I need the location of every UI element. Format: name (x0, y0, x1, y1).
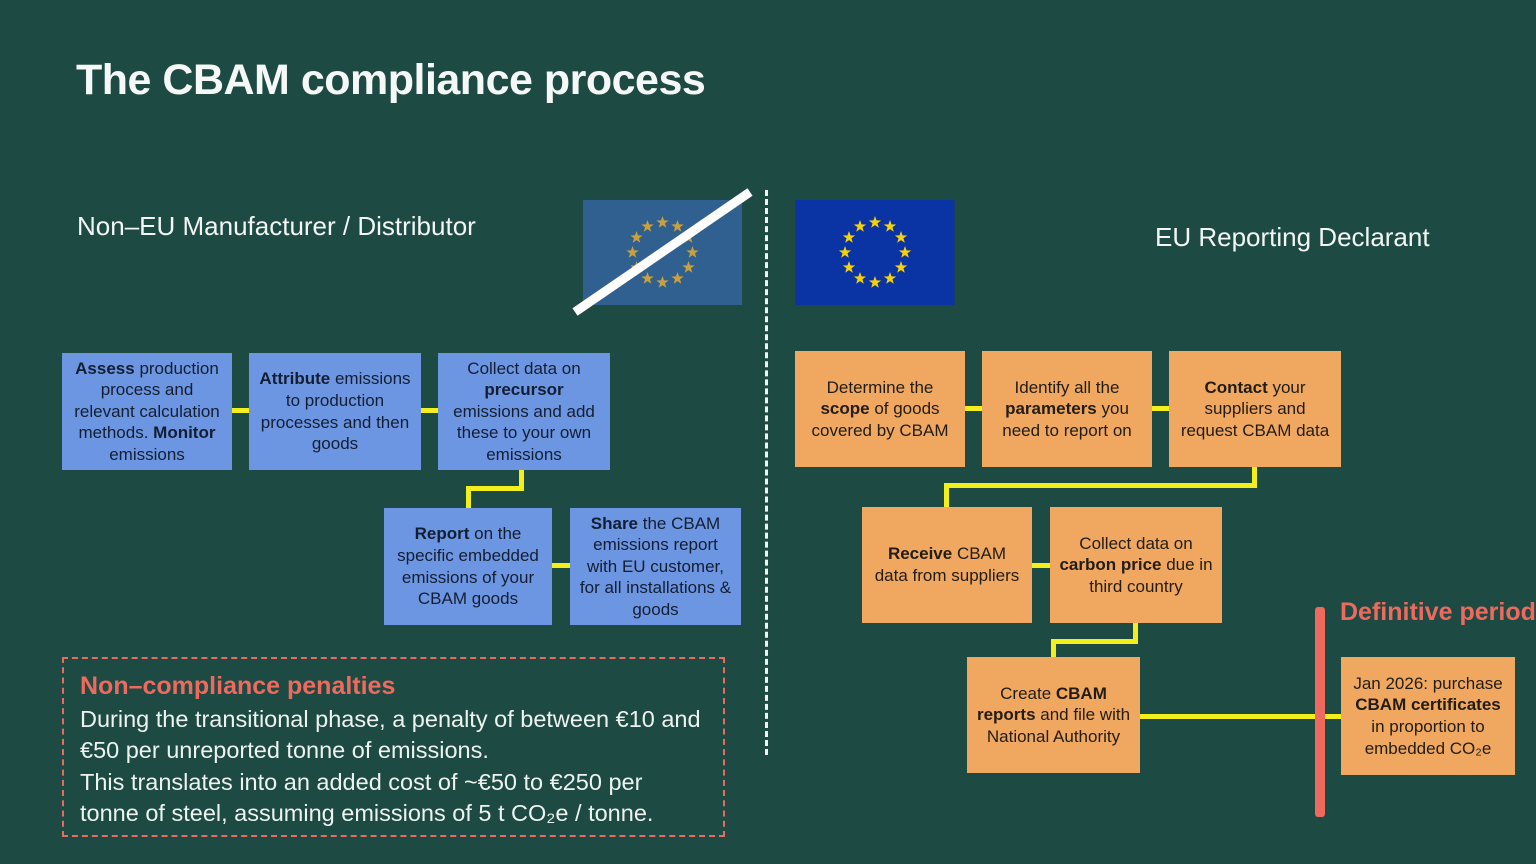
connector (232, 408, 249, 413)
right-section-header: EU Reporting Declarant (1155, 222, 1430, 252)
flow-box-certificates: Jan 2026: purchase CBAM certificates in … (1341, 657, 1515, 775)
penalties-text-1: During the transitional phase, a penalty… (80, 706, 701, 764)
connector (1152, 406, 1169, 411)
connector (519, 470, 524, 489)
eu-flag-crossed-icon (572, 188, 753, 316)
connector (1051, 639, 1056, 657)
section-divider (765, 190, 768, 755)
flow-box-scope: Determine the scope of goods covered by … (795, 351, 965, 467)
definitive-period-line (1315, 607, 1325, 817)
connector (944, 483, 1257, 488)
connector (1140, 714, 1341, 719)
penalties-text-2: This translates into an added cost of ~€… (80, 768, 654, 826)
connector (421, 408, 438, 413)
connector (552, 563, 570, 568)
strikethrough-line (572, 188, 753, 316)
connector (1252, 467, 1257, 486)
flow-box-precursor: Collect data on precursor emissions and … (438, 353, 610, 470)
connector (1051, 639, 1138, 644)
left-section-header: Non–EU Manufacturer / Distributor (77, 211, 476, 241)
definitive-period-label: Definitive period (1340, 598, 1536, 626)
penalties-box: Non–compliance penalties During the tran… (62, 657, 725, 837)
flow-box-assess: Assess production process and relevant c… (62, 353, 232, 470)
flow-box-carbon-price: Collect data on carbon price due in thir… (1050, 507, 1222, 623)
flow-box-attribute: Attribute emissions to production proces… (249, 353, 421, 470)
flow-box-report: Report on the specific embedded emission… (384, 508, 552, 625)
flow-box-create-reports: Create CBAM reports and file with Nation… (967, 657, 1140, 773)
flow-box-receive: Receive CBAM data from suppliers (862, 507, 1032, 623)
page-title: The CBAM compliance process (76, 56, 706, 104)
flow-box-parameters: Identify all the parameters you need to … (982, 351, 1152, 467)
connector (1133, 623, 1138, 642)
flow-box-contact: Contact your suppliers and request CBAM … (1169, 351, 1341, 467)
connector (466, 486, 524, 491)
penalties-title: Non–compliance penalties (80, 672, 396, 700)
connector (466, 486, 471, 508)
connector (965, 406, 982, 411)
connector (944, 483, 949, 507)
eu-flag-icon (795, 200, 955, 305)
flow-box-share: Share the CBAM emissions report with EU … (570, 508, 741, 625)
connector (1032, 563, 1050, 568)
